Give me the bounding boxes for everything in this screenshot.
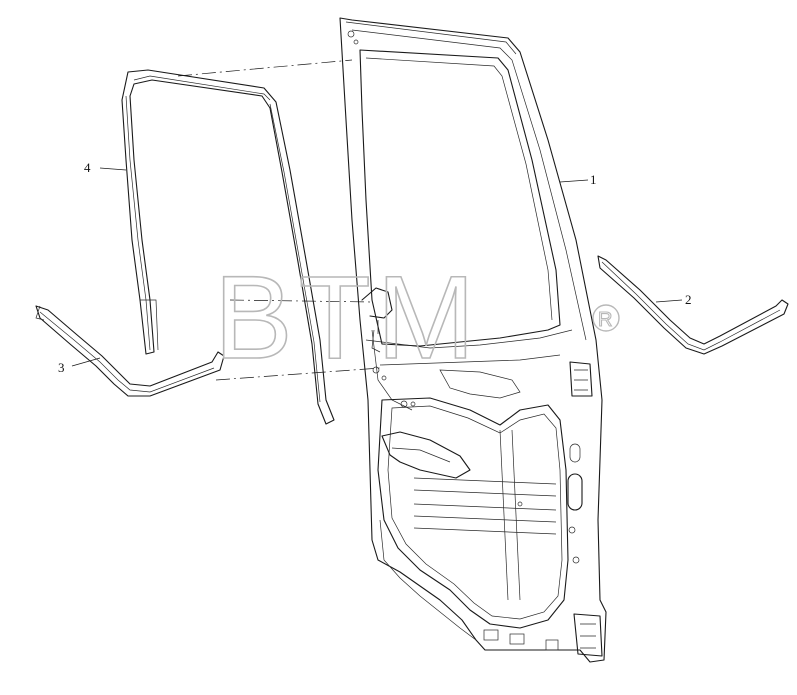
glass-run-channel-part-4 [121,69,335,425]
registered-mark-letter: R [598,309,612,331]
watermark: BTM R [213,251,620,385]
callout-3: 3 [58,360,65,375]
callout-4: 4 [84,160,91,175]
callout-2: 2 [685,292,692,307]
belt-strip-part-2 [597,255,789,355]
leader-1 [559,179,589,183]
callout-leaders [71,167,683,367]
alignment-lines [177,59,381,381]
leader-3 [71,357,101,367]
belt-strip-part-3 [35,305,225,397]
leader-2 [655,299,683,303]
callout-1: 1 [590,172,597,187]
leader-4 [99,167,127,171]
registered-mark-ring [592,304,620,332]
door-frame-part-1 [339,17,607,663]
watermark-text: BTM [214,252,481,384]
